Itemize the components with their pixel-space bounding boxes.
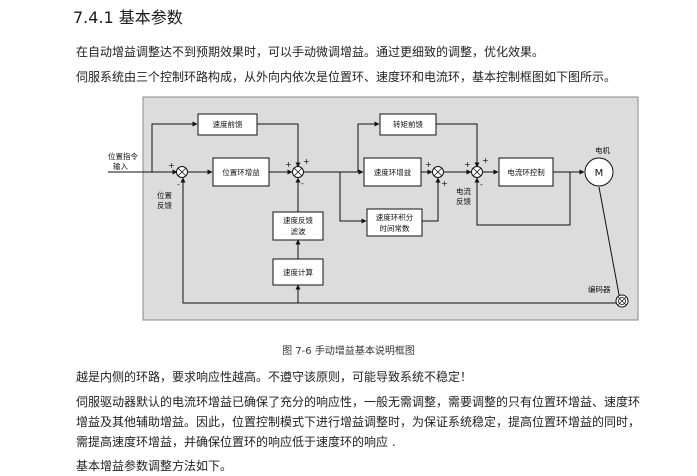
body-paragraph-2-line3: 需提高速度环增益，并确保位置环的响应低于速度环的响应 .: [76, 435, 396, 449]
body-paragraph-2-line2: 增益及其他辅助增益。因此，位置控制模式下进行增益调整时，为保证系统稳定，提高位置…: [76, 415, 641, 429]
label-position-feedback-line2: 反馈: [157, 200, 172, 210]
body-paragraph-2-line1: 伺服驱动器默认的电流环增益已确保了充分的响应性，一般无需调整，需要调整的只有位置…: [76, 395, 641, 409]
label-speed-gain: 速度环增益: [374, 167, 412, 177]
block-torque-feedforward: [379, 113, 437, 136]
sign-plus: +: [168, 161, 175, 170]
sign-plus: +: [425, 160, 432, 169]
label-position-command-line1: 位置指令: [108, 151, 138, 161]
intro-paragraph-2: 伺服系统由三个控制环路构成，从外向内依次是位置环、速度环和电流环，基本控制框图如…: [76, 70, 617, 84]
label-speed-feedforward: 速度前馈: [213, 119, 243, 129]
sign-minus: -: [301, 179, 304, 188]
label-motor: 电机: [595, 145, 610, 155]
sign-plus: +: [303, 157, 310, 166]
label-position-feedback-line1: 位置: [157, 190, 172, 200]
label-position-gain: 位置环增益: [222, 167, 260, 177]
label-speed-fb-filter-line2: 滤波: [291, 226, 306, 236]
sign-minus: -: [177, 180, 180, 189]
block-speed-integral: [366, 208, 423, 237]
block-position-gain: [212, 157, 270, 187]
sign-plus: +: [464, 160, 471, 169]
label-current-feedback-line1: 电流: [456, 186, 471, 196]
sign-plus: +: [482, 156, 489, 165]
sign-plus: +: [441, 179, 448, 188]
body-paragraph-3: 基本增益参数调整方法如下。: [76, 459, 233, 473]
label-speed-calc: 速度计算: [283, 267, 313, 277]
sign-minus: -: [480, 180, 483, 189]
block-speed-fb-filter: [272, 211, 324, 241]
section-heading: 7.4.1 基本参数: [73, 8, 183, 27]
intro-paragraph-1: 在自动增益调整达不到预期效果时，可以手动微调增益。通过更细致的调整，优化效果。: [76, 45, 545, 59]
encoder-icon: [615, 294, 629, 308]
block-speed-calc: [272, 258, 324, 286]
label-position-command-line2: 输入: [113, 161, 128, 171]
motor-symbol: M: [595, 168, 604, 179]
block-speed-feedforward: [197, 113, 258, 136]
figure-caption: 图 7-6 手动增益基本说明框图: [282, 346, 415, 357]
sign-plus: +: [285, 160, 292, 169]
label-torque-feedforward: 转矩前馈: [393, 119, 423, 129]
label-current-ctrl: 电流环控制: [507, 167, 545, 177]
label-speed-integral-line2: 时间常数: [380, 223, 410, 233]
motor-icon: [584, 157, 614, 187]
body-paragraph-1: 越是内侧的环路，要求响应性越高。不遵守该原则，可能导致系统不稳定！: [76, 370, 473, 384]
block-speed-gain: [363, 157, 422, 187]
block-current-ctrl: [498, 157, 554, 187]
label-current-feedback-line2: 反馈: [456, 196, 471, 206]
label-encoder: 编码器: [588, 284, 611, 294]
label-speed-integral-line1: 速度环积分: [376, 212, 414, 222]
label-speed-fb-filter-line1: 速度反馈: [283, 215, 313, 225]
